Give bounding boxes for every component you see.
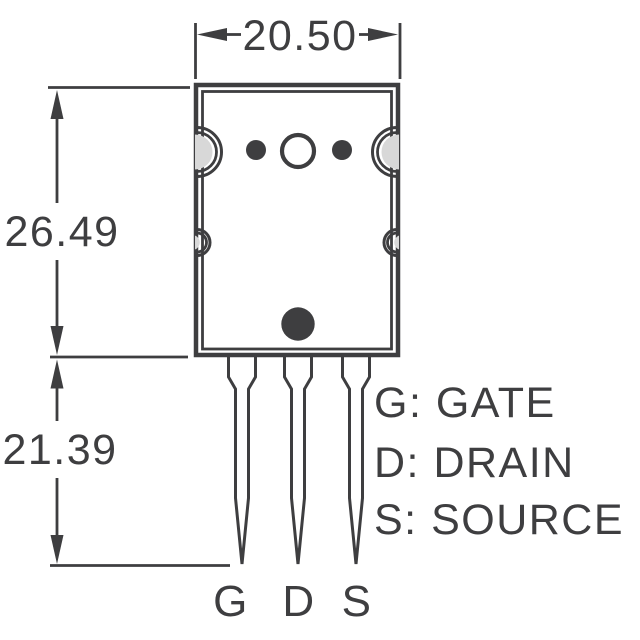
pin-label-gate: G	[213, 577, 249, 626]
arrowhead-down-icon	[50, 535, 64, 564]
side-notch-right-inner-arc	[386, 231, 398, 254]
arrowhead-left-icon	[197, 28, 227, 41]
pin-label-drain: D	[282, 577, 315, 626]
side-notch-right-fill	[394, 235, 399, 250]
mounting-cutout-right-outer-arc	[371, 126, 398, 178]
arrowhead-up-icon	[50, 359, 64, 389]
dimension-body-width: 20.50	[194, 12, 402, 79]
side-notch-left-outer-arc	[196, 228, 212, 257]
mounting-cutout-right-fill	[381, 134, 399, 170]
legend-gate: G: GATE	[374, 379, 556, 427]
mounting-cutout-left-fill	[195, 134, 213, 170]
side-notch-left-fill	[195, 235, 200, 250]
legend-source: S: SOURCE	[374, 496, 624, 544]
mounting-cutout-left-outer-arc	[196, 126, 223, 178]
pin-gate-lead	[227, 353, 257, 565]
pin-legend: G: GATE D: DRAIN S: SOURCE	[374, 379, 624, 544]
pin-source	[341, 353, 371, 565]
dimension-lead-length: 21.39	[2, 359, 230, 567]
side-notch-left-inner-arc	[196, 231, 208, 254]
pin-label-source: S	[342, 577, 373, 626]
mounting-cutout-right-inner-arc	[376, 131, 398, 173]
body-height-value: 26.49	[4, 208, 119, 256]
body-width-value: 20.50	[242, 12, 357, 60]
pin-source-lead	[341, 353, 371, 565]
pin-drain	[283, 353, 313, 565]
center-hole	[279, 132, 317, 170]
rivet-dot-right	[332, 140, 352, 160]
legend-drain: D: DRAIN	[374, 439, 575, 487]
pin-labels: G D S	[213, 577, 373, 626]
pin-gate	[227, 353, 257, 565]
mounting-cutout-left-inner-arc	[196, 131, 218, 173]
lower-hole	[281, 307, 315, 341]
mounting-cutout-right	[371, 126, 399, 178]
pin-drain-lead	[283, 353, 313, 565]
rivet-dot-left	[246, 140, 266, 160]
side-notch-right-outer-arc	[382, 228, 398, 257]
side-notch-left	[195, 228, 212, 257]
lead-length-value: 21.39	[2, 426, 117, 474]
mounting-cutout-left	[195, 126, 223, 178]
dimension-body-height: 26.49	[4, 86, 190, 359]
side-notch-right	[382, 228, 399, 257]
arrowhead-down-icon	[50, 326, 64, 355]
arrowhead-up-icon	[50, 90, 64, 119]
arrowhead-right-icon	[368, 28, 398, 41]
